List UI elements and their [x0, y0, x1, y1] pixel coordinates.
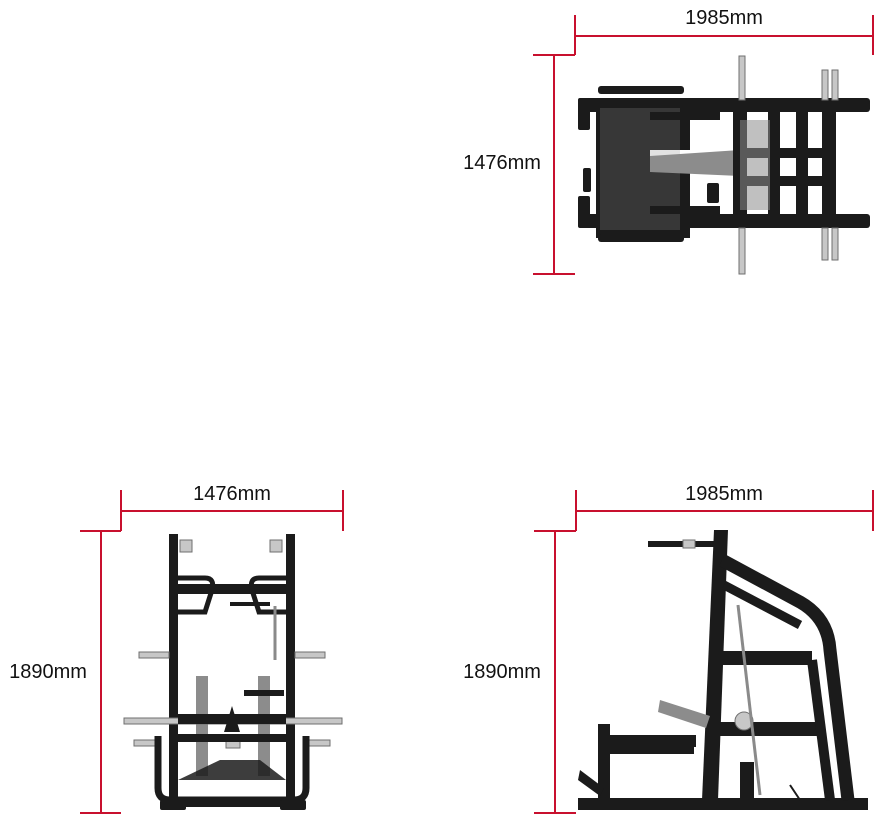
front-width-label: 1476mm: [193, 483, 271, 505]
machine-front-drawing: [123, 534, 343, 810]
top-width-dimension: [574, 15, 874, 55]
top-depth-dimension: [533, 54, 575, 275]
side-height-label: 1890mm: [463, 661, 541, 683]
top-view: 1985mm 1476mm: [463, 7, 874, 275]
front-height-dimension: [80, 530, 121, 814]
side-width-label: 1985mm: [685, 483, 763, 505]
front-height-label: 1890mm: [9, 661, 87, 683]
top-depth-label: 1476mm: [463, 152, 541, 174]
side-width-dimension: [575, 490, 874, 531]
machine-side-drawing: [578, 530, 868, 810]
side-view: 1985mm 1890mm: [463, 483, 874, 814]
machine-top-drawing: [578, 55, 870, 275]
top-width-label: 1985mm: [685, 7, 763, 29]
side-height-dimension: [534, 530, 576, 814]
front-view: 1476mm 1890mm: [9, 483, 344, 814]
front-width-dimension: [120, 490, 344, 531]
